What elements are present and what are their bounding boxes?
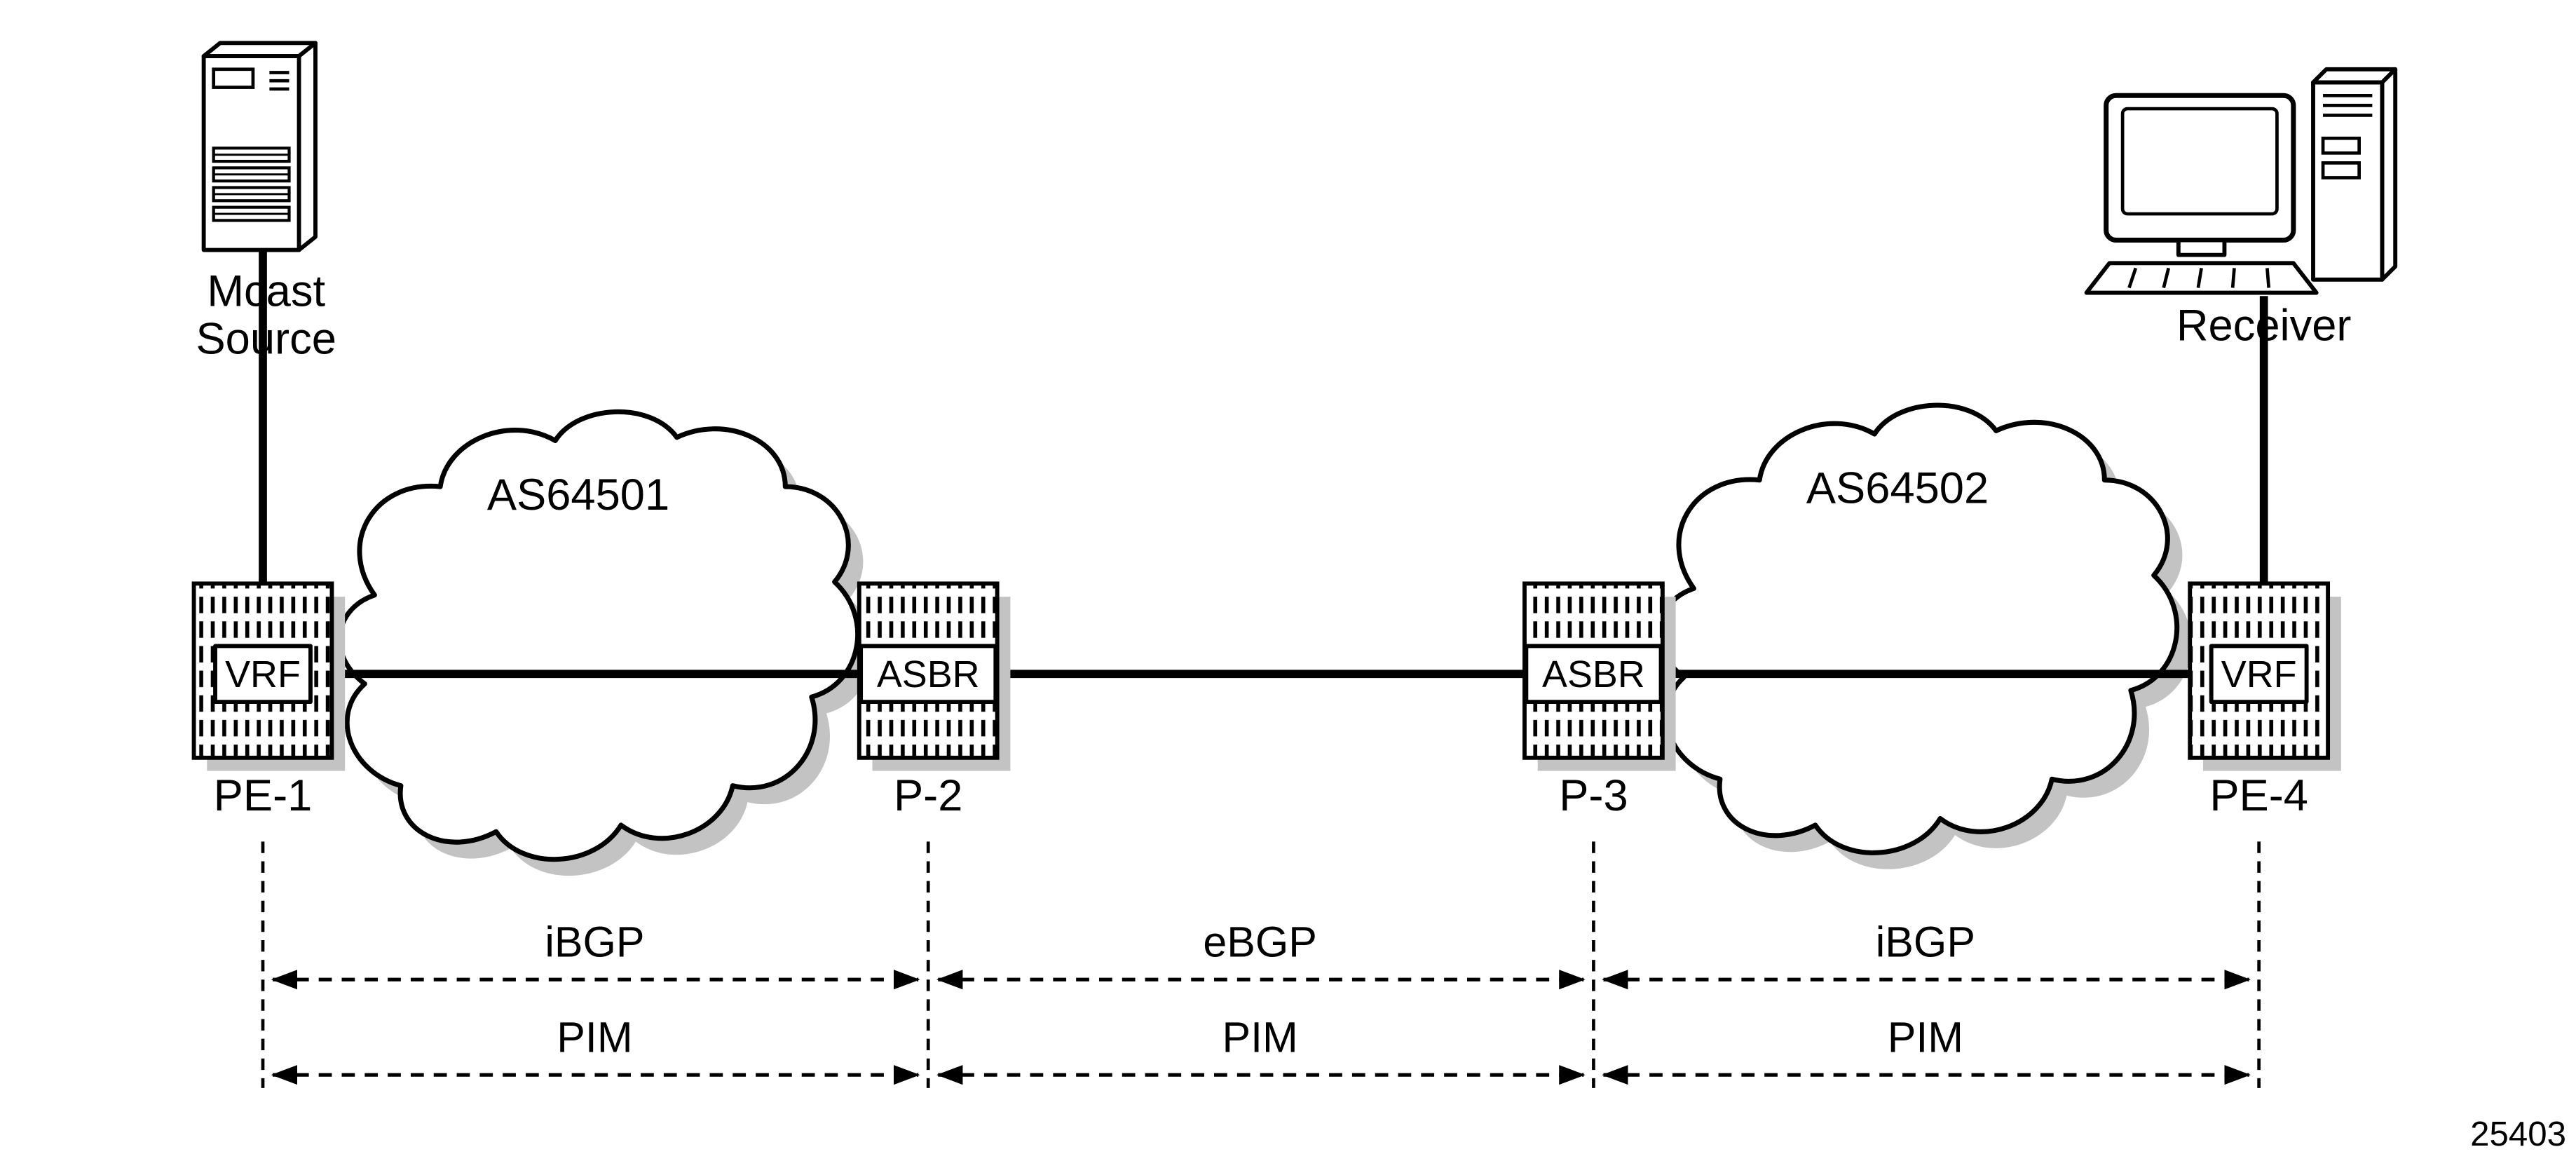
pim-segment-label: PIM — [1888, 1013, 1963, 1061]
keyboard-key-line — [2162, 267, 2171, 289]
server-icon — [201, 41, 318, 252]
router-role-label: ASBR — [1542, 653, 1645, 695]
router-pe-4: VRF PE-4 — [2188, 581, 2341, 820]
server-slot — [212, 186, 291, 203]
keyboard-key-line — [2230, 268, 2236, 288]
keyboard-key-line — [2196, 267, 2203, 288]
bgp-segment-label: eBGP — [1203, 918, 1317, 965]
server-slot — [212, 147, 291, 163]
as64501-cloud: AS64501 — [337, 409, 873, 876]
as64501-label: AS64501 — [487, 470, 669, 520]
router-p-3: ASBR P-3 — [1522, 581, 1676, 820]
server-side-face — [297, 41, 318, 252]
mcast-source: Mcast Source — [196, 41, 336, 363]
tower-front-face — [2311, 80, 2385, 282]
bgp-segment-label: iBGP — [545, 918, 644, 965]
cloud-icon — [337, 409, 861, 862]
router-role-label: ASBR — [877, 653, 980, 695]
figure-number: 25403 — [2470, 1115, 2566, 1153]
server-slot — [212, 166, 291, 183]
router-role-box — [1524, 644, 1663, 705]
router-role-box — [859, 644, 998, 705]
keyboard-key-line — [2127, 267, 2138, 289]
pim-segment-label: PIM — [557, 1013, 632, 1061]
router-role-box — [213, 644, 313, 705]
router-role-label: VRF — [2221, 653, 2297, 695]
router-role-box — [2209, 644, 2309, 705]
router-name-label: P-2 — [894, 771, 962, 820]
router-pe-1: VRF PE-1 — [191, 581, 346, 820]
receiver: Receiver — [2084, 67, 2398, 351]
router-p-2: ASBR P-2 — [857, 581, 1011, 820]
router-role-label: VRF — [225, 653, 301, 695]
tower-drive — [2321, 136, 2361, 155]
tower-drive — [2321, 161, 2361, 179]
computer-icon — [2084, 67, 2398, 295]
pim-row: PIM PIM PIM — [271, 1013, 2251, 1085]
as64502-cloud: AS64502 — [1656, 402, 2192, 869]
monitor-screen — [2120, 107, 2279, 216]
mcast-source-label-line2: Source — [196, 314, 336, 363]
router-name-label: PE-1 — [214, 771, 313, 820]
pim-segment-label: PIM — [1222, 1013, 1298, 1061]
server-slot — [212, 205, 291, 222]
receiver-label: Receiver — [2176, 301, 2352, 351]
router-name-label: PE-4 — [2209, 771, 2308, 820]
cloud-icon — [1656, 402, 2180, 855]
monitor-stand — [2176, 238, 2227, 257]
mcast-source-label-line1: Mcast — [207, 266, 325, 315]
bgp-row: iBGP eBGP iBGP — [271, 918, 2251, 990]
keyboard-key-line — [2265, 268, 2271, 288]
server-drive-bay — [212, 67, 255, 89]
as64502-label: AS64502 — [1806, 464, 1989, 513]
router-name-label: P-3 — [1559, 771, 1628, 820]
bgp-segment-label: iBGP — [1876, 918, 1975, 965]
monitor-bezel — [2104, 93, 2296, 243]
